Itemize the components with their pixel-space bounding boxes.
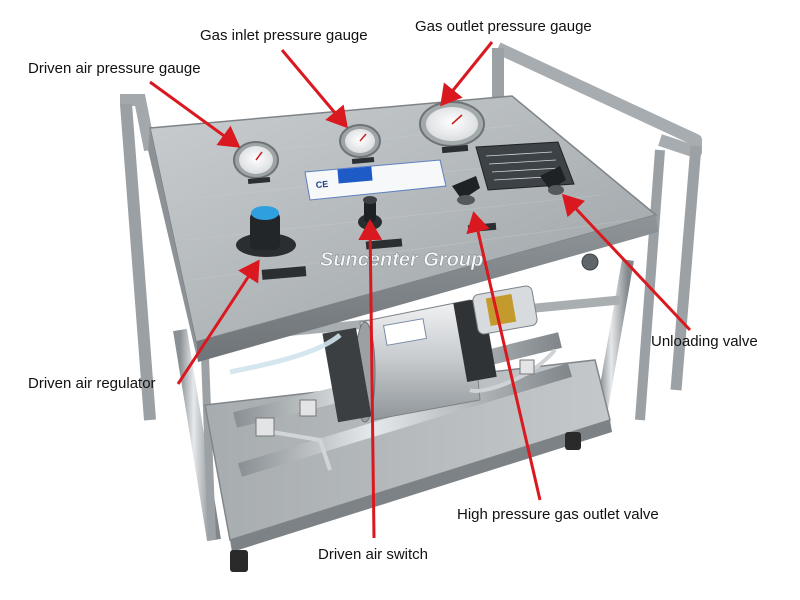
ce-info-plate: CE (304, 159, 447, 201)
arrow-driven-air-switch (358, 219, 383, 539)
label-gas-outlet-pressure-gauge: Gas outlet pressure gauge (415, 18, 592, 35)
label-driven-air-regulator: Driven air regulator (28, 375, 156, 392)
arrow-gas-inlet-pressure-gauge (280, 49, 348, 129)
driven-air-regulator (236, 206, 307, 280)
arrow-gas-outlet-pressure-gauge (440, 41, 494, 107)
label-driven-air-switch: Driven air switch (318, 546, 429, 563)
label-gas-inlet-pressure-gauge: Gas inlet pressure gauge (200, 27, 368, 44)
label-high-pressure-gas-outlet-valve: High pressure gas outlet valve (457, 506, 659, 523)
callout-arrows (149, 41, 692, 539)
unloading-valve (540, 166, 566, 195)
gas-inlet-pressure-gauge (339, 124, 381, 164)
driven-air-pressure-gauge (233, 141, 279, 184)
ce-mark: CE (315, 179, 328, 190)
label-unloading-valve: Unloading valve (651, 333, 758, 350)
arrow-driven-air-pressure-gauge (149, 80, 241, 148)
label-driven-air-pressure-gauge: Driven air pressure gauge (28, 60, 201, 77)
arrow-driven-air-regulator (176, 259, 260, 385)
gas-booster-assembly (229, 285, 573, 477)
arrow-high-pressure-gas-outlet-valve (466, 211, 542, 501)
brand-watermark: Suncenter Group (320, 249, 483, 271)
arrow-unloading-valve (561, 193, 692, 332)
control-panel: CE (148, 95, 658, 362)
